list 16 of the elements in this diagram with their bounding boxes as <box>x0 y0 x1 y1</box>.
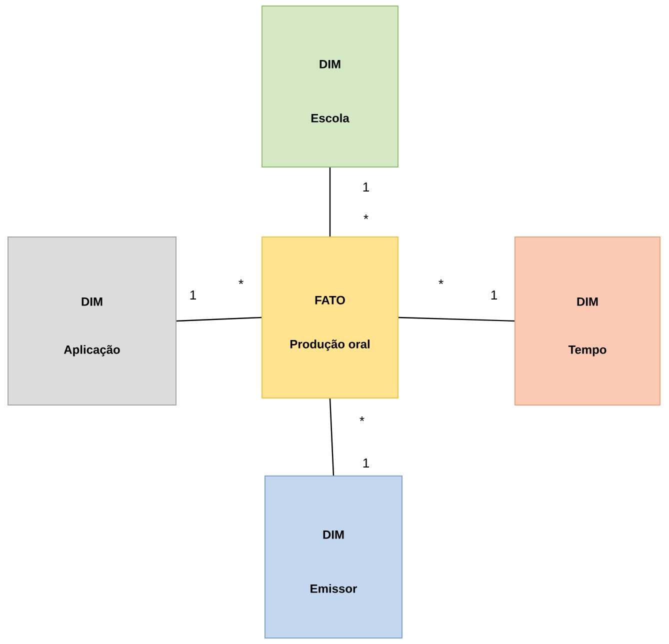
multiplicity-label: * <box>364 214 368 220</box>
connector-line <box>398 316 515 322</box>
multiplicity-label: * <box>438 280 444 284</box>
multiplicity-label: 1 <box>190 290 196 300</box>
connector-line <box>329 398 334 476</box>
table-box: DIM Aplicação <box>8 236 176 406</box>
multiplicity-label: 1 <box>491 290 497 300</box>
multiplicity-label: 1 <box>363 182 369 192</box>
multiplicity-label: * <box>238 280 244 284</box>
connector-line <box>176 316 262 322</box>
connector-line <box>329 167 331 236</box>
table-box: DIM Escola <box>262 5 398 168</box>
table-box: DIM Tempo <box>514 236 660 406</box>
multiplicity-label: * <box>360 416 364 422</box>
table-box: FATO Produção oral <box>262 236 398 398</box>
table-box: DIM Emissor <box>264 475 402 638</box>
